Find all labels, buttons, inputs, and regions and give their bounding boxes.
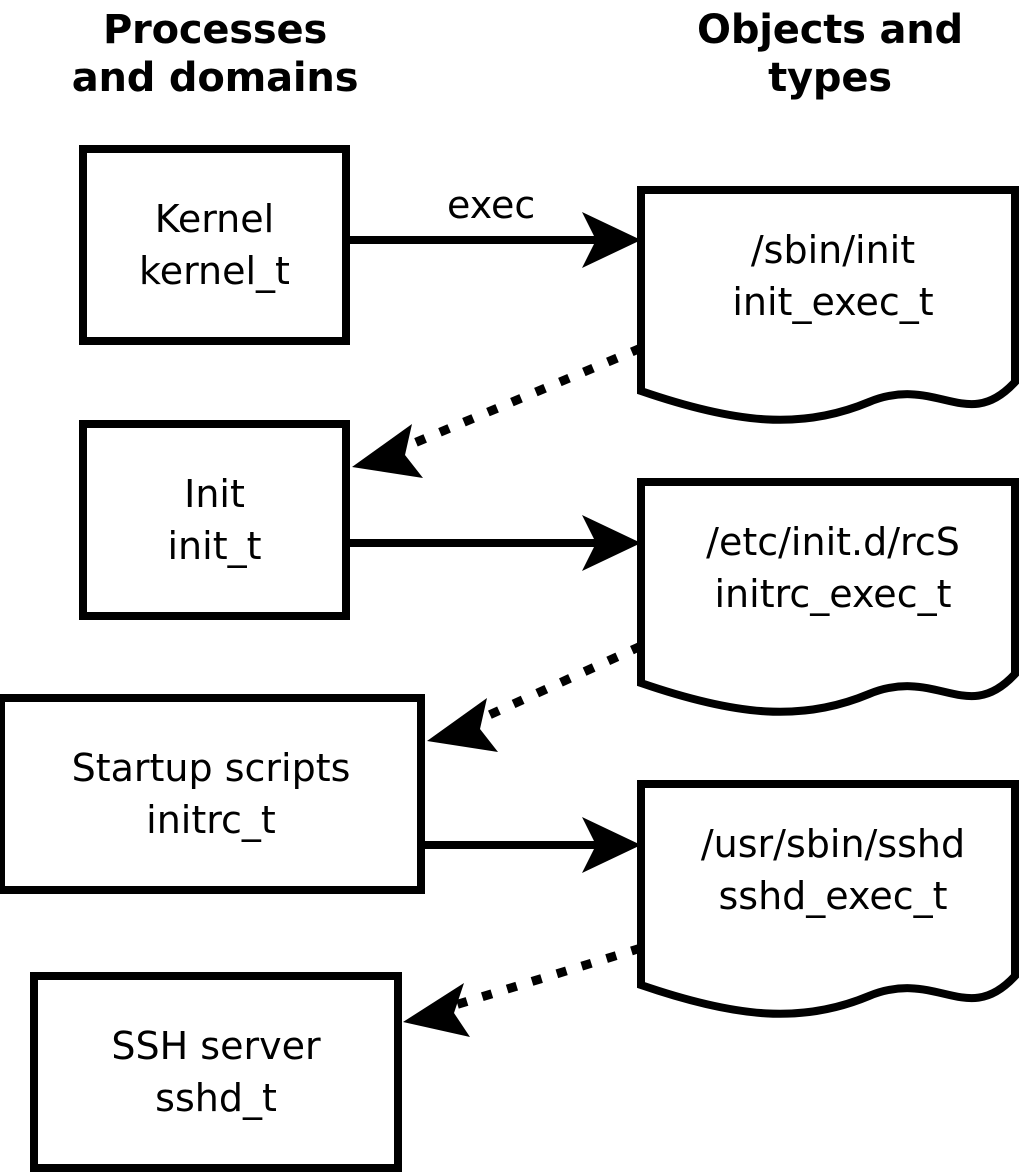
edge-initrc_exec-transition-initrc [427,641,643,752]
process-node-startup-scripts[interactable]: Startup scripts initrc_t [0,694,425,894]
object-node-sbin-init[interactable]: /sbin/init init_exec_t [637,186,1024,429]
process-node-kernel-type: kernel_t [139,249,290,293]
process-node-kernel[interactable]: Kernel kernel_t [79,145,350,345]
process-node-ssh-server-name: SSH server [111,1024,321,1068]
edge-initrc-exec-sshd_exec [425,817,641,873]
edge-label-exec: exec [447,183,536,227]
column-title-objects-and-types: Objects and types [697,7,963,101]
process-node-ssh-server[interactable]: SSH server sshd_t [30,972,402,1172]
process-node-startup-scripts-type: initrc_t [146,798,276,842]
edge-sshd_exec-transition-sshd [403,943,643,1037]
process-node-startup-scripts-name: Startup scripts [71,746,351,790]
process-node-kernel-name: Kernel [154,197,275,241]
edge-init_exec-transition-init [352,343,643,478]
process-node-ssh-server-type: sshd_t [155,1076,277,1120]
process-node-init-type: init_t [167,524,262,568]
object-node-etc-initd-rcs[interactable]: /etc/init.d/rcS initrc_exec_t [637,478,1024,721]
process-node-init-name: Init [184,472,245,516]
process-node-init[interactable]: Init init_t [79,420,350,620]
edge-init-exec-initrc_exec [350,515,641,571]
column-title-processes-and-domains: Processes and domains [71,7,359,101]
object-node-usr-sbin-sshd[interactable]: /usr/sbin/sshd sshd_exec_t [637,780,1024,1023]
